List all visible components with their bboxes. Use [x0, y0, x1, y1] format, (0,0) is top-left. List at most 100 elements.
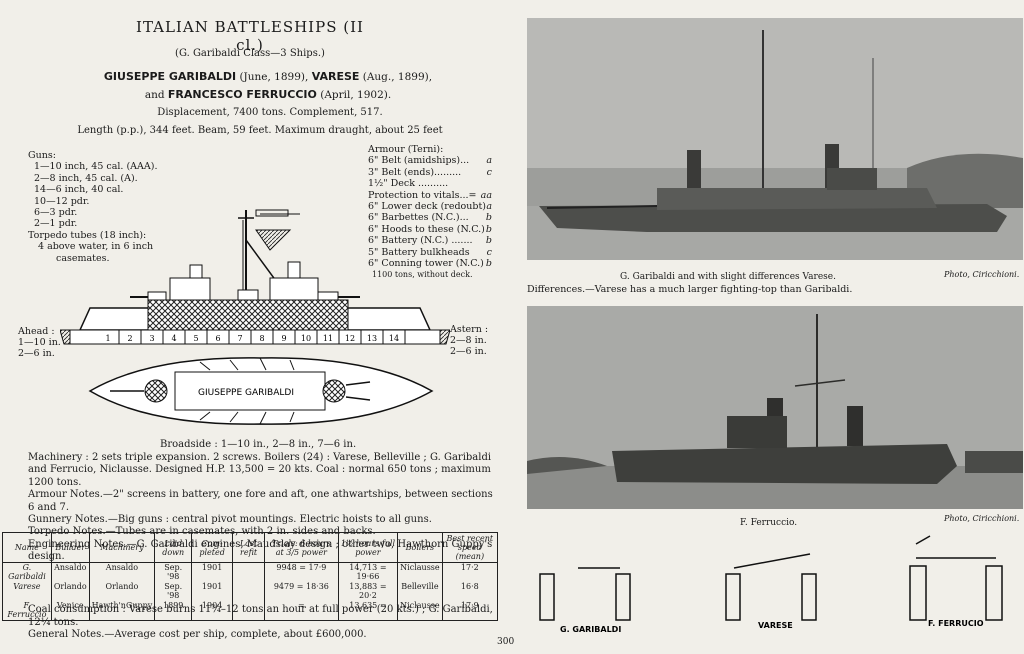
photo1-caption: G. Garibaldi and with slight differences… [620, 272, 836, 282]
table-row: F. Ferruccio Venice Hawth'nGuppy 1899 19… [2, 601, 499, 621]
gun-line: 6—3 pdr. [34, 207, 78, 219]
ship-names-line-1: GIUSEPPE GARIBALDI (June, 1899), VARESE … [78, 70, 458, 83]
col-header: Laid down [154, 532, 193, 563]
col-header: Last refit [232, 532, 266, 563]
armour-row: Protection to vitals...=aa [368, 189, 492, 201]
armour-row: 6" Barbettes (N.C.)...b [368, 212, 492, 224]
armour-row: 6" Lower deck (redoubt)a [368, 201, 492, 213]
table-cell: 13,635 = [338, 601, 399, 621]
astern-line: 2—8 in. [450, 335, 487, 346]
gunnery-note: Gunnery Notes.—Big guns : central pivot … [28, 514, 432, 526]
table-cell: Orlando [51, 582, 90, 601]
table-cell: Venice [51, 601, 90, 621]
section-number: 2 [127, 334, 132, 343]
armour-row: 1½" Deck .......... [368, 178, 449, 190]
table-cell: Sep. '98 [154, 582, 193, 601]
ahead-line: 2—6 in. [18, 348, 55, 359]
armour-footer: 1100 tons, without deck. [372, 270, 473, 280]
coal-consumption: Coal consumption : Varese burns 11¾–12 t… [28, 604, 493, 628]
ahead-fire: Ahead : 1—10 in. 2—6 in. [18, 326, 61, 359]
photo2-credit: Photo, Ciricchioni. [944, 514, 1020, 523]
section-number: 5 [193, 334, 198, 343]
armour-block: Armour (Terni): 6" Belt (amidships)...a … [368, 144, 492, 281]
table-cell: 9948 = 17·9 [264, 562, 339, 582]
ahead-line: 1—10 in. [18, 337, 61, 348]
guns-heading: Guns: [28, 150, 56, 161]
page-title: ITALIAN BATTLESHIPS (II cl.) [136, 18, 364, 54]
ahead-label: Ahead : [18, 326, 55, 337]
table-cell: = [264, 601, 339, 621]
table-cell: Ansaldo [51, 562, 90, 582]
section-number: 4 [171, 334, 176, 343]
col-header: Best recent speed(mean) [442, 532, 499, 563]
armour-row: 6" Battery (N.C.) .......b [368, 235, 492, 247]
table-cell: 9479 = 18·36 [264, 582, 339, 601]
table-cell: F. Ferruccio [2, 601, 52, 621]
table-cell: 1904 [191, 601, 234, 621]
ship-name-varese: VARESE [311, 70, 360, 83]
plan-ship-label: GIUSEPPE GARIBALDI [198, 388, 294, 398]
table-cell: 14,713 = 19·66 [338, 562, 399, 582]
displacement-line: Displacement, 7400 tons. Complement, 517… [157, 107, 383, 118]
table-cell: Sep. '98 [154, 562, 193, 582]
gun-line: 2—1 pdr. [34, 218, 78, 230]
photo2-caption: F. Ferruccio. [740, 518, 798, 528]
page-number: 300 [497, 637, 515, 647]
torpedo-line: 4 above water, in 6 inch [38, 241, 154, 253]
armour-row: 6" Conning tower (N.C.)b [368, 258, 492, 270]
table-cell: G. Garibaldi [2, 562, 52, 582]
section-number: 6 [215, 334, 220, 343]
photo-garibaldi [527, 18, 1023, 260]
table-cell: 13,883 = 20·2 [338, 582, 399, 601]
torpedo-heading: Torpedo tubes (18 inch): [28, 229, 147, 241]
gun-line: 10—12 pdr. [34, 195, 90, 207]
table-header-row: Name Builder Machinery Laid down Com-ple… [2, 532, 499, 563]
gun-line: 14—6 inch, 40 cal. [34, 184, 124, 196]
funnel-sketches: G. GARIBALDI VARESE F. FERRUCIO [539, 535, 1003, 634]
table-cell [232, 601, 266, 621]
table-cell: Varese [2, 582, 52, 601]
table-cell: 16·8 [442, 582, 499, 601]
section-number: 12 [345, 334, 355, 343]
torpedo-line: casemates. [56, 252, 110, 264]
general-notes: General Notes.—Average cost per ship, co… [28, 629, 367, 641]
gun-line: 1—10 inch, 45 cal. (AAA). [34, 161, 158, 173]
col-header: Boilers [397, 532, 443, 563]
table-cell: Ansaldo [89, 562, 156, 582]
section-number: 11 [323, 334, 333, 343]
table-cell [232, 562, 266, 582]
table-cell: 1901 [191, 562, 234, 582]
ship-date-ferruccio: (April, 1902). [320, 89, 392, 101]
section-number: 1 [105, 334, 110, 343]
gun-line: 2—8 inch, 45 cal. (A). [34, 172, 138, 184]
guns-block: Guns: 1—10 inch, 45 cal. (AAA). 2—8 inch… [28, 150, 178, 264]
armour-heading: Armour (Terni): [368, 144, 444, 155]
deck-plan-drawing: GIUSEPPE GARIBALDI [88, 357, 434, 425]
builders-table: Name Builder Machinery Laid down Com-ple… [2, 532, 499, 621]
section-number: 9 [281, 334, 286, 343]
col-header: Builder [51, 532, 90, 563]
astern-label: Astern : [450, 324, 489, 335]
table-cell [232, 582, 266, 601]
table-cell: 1901 [191, 582, 234, 601]
section-number: 14 [389, 334, 399, 343]
funnel-label-ferruccio: F. FERRUCIO [928, 619, 984, 628]
section-number: 3 [149, 334, 154, 343]
section-number: 7 [237, 334, 242, 343]
differences-note: Differences.—Varese has a much larger fi… [527, 284, 853, 295]
table-cell: Niclausse [397, 601, 443, 621]
class-line: (G. Garibaldi Class—3 Ships.) [175, 48, 325, 59]
ship-names-line-2: and FRANCESCO FERRUCCIO (April, 1902). [78, 88, 458, 101]
armour-row: 3" Belt (ends).........c [368, 166, 492, 178]
table-cell: Hawth'nGuppy [89, 601, 156, 621]
table-cell: 1899 [154, 601, 193, 621]
and-word: and [144, 89, 165, 101]
armour-row: 6" Hoods to these (N.C.)b [368, 223, 492, 235]
astern-fire: Astern : 2—8 in. 2—6 in. [450, 324, 488, 357]
photo-ferruccio [527, 306, 1023, 509]
funnel-label-varese: VARESE [758, 621, 793, 630]
armour-row: 6" Belt (amidships)...a [368, 155, 492, 167]
table-cell: Orlando [89, 582, 156, 601]
